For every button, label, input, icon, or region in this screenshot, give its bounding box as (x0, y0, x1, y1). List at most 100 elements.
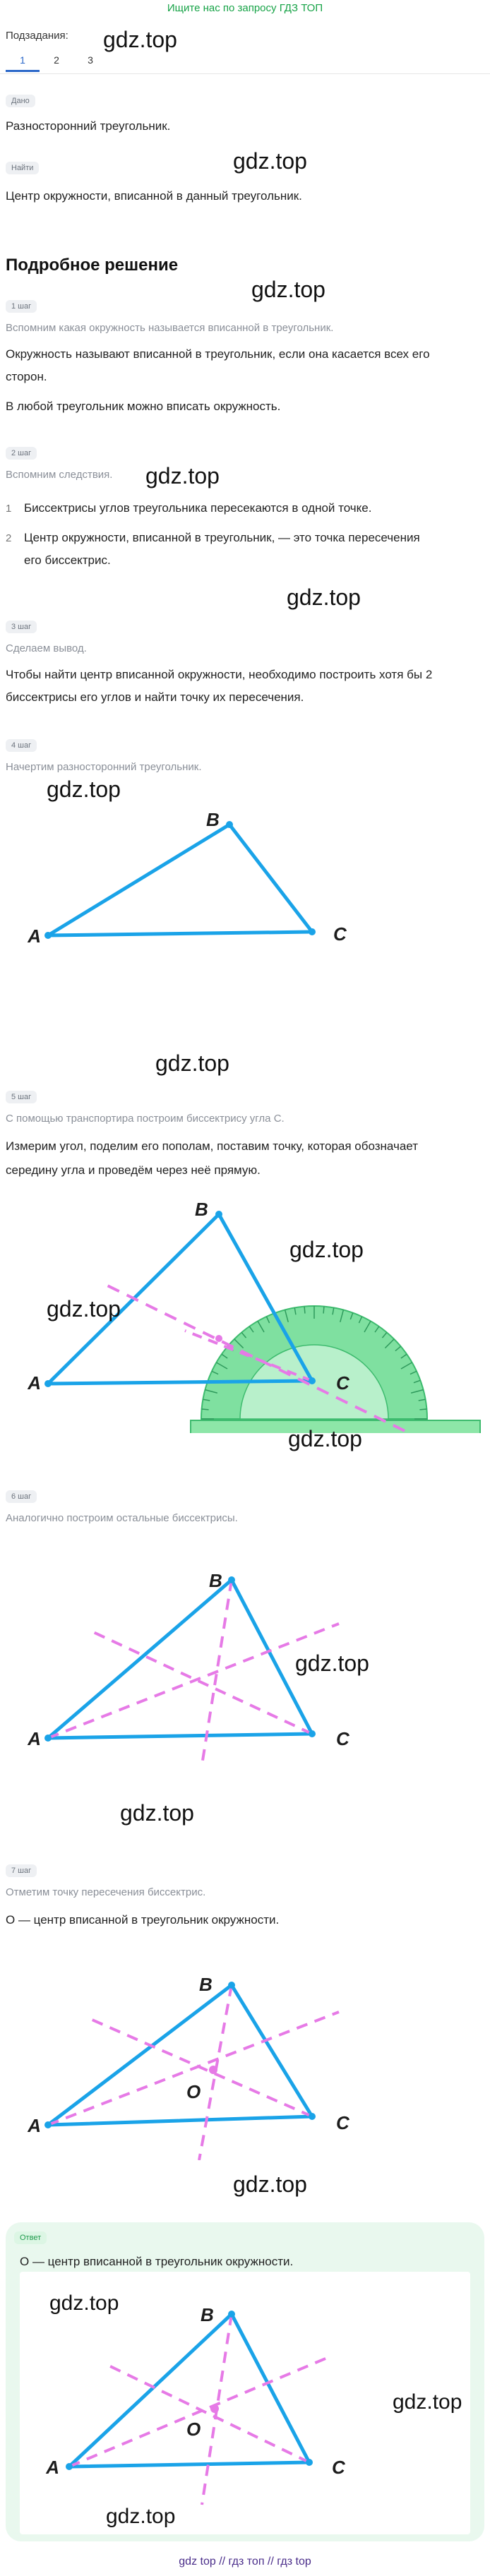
item-number: 2 (6, 532, 12, 544)
step7-hint: Отметим точку пересечения биссектрис. (6, 1886, 206, 1898)
protractor-tick (265, 1316, 270, 1324)
label-a: A (45, 2457, 59, 2478)
step3-text2: биссектрисы его углов и найти точку их п… (6, 690, 304, 704)
vertex-a (44, 1380, 52, 1387)
vertex-a (66, 2463, 73, 2470)
incenter-figure: A B C O (27, 1974, 350, 2160)
triangle-sides (47, 822, 314, 937)
step1-text3: В любой треугольник можно вписать окружн… (6, 400, 281, 413)
step2-hint: Вспомним следствия. (6, 469, 113, 481)
bisector-c (90, 1629, 313, 1735)
given-pill: Дано (6, 95, 35, 107)
label-b: B (201, 2304, 214, 2325)
protractor-tick (413, 1379, 421, 1384)
label-b: B (209, 1570, 222, 1591)
label-a: A (27, 1372, 41, 1394)
bisector-a (47, 2011, 340, 2126)
step5-hint: С помощью транспортира построим биссектр… (6, 1113, 285, 1125)
protractor-tick (332, 1307, 335, 1315)
bisector-c-part (184, 1329, 313, 1382)
vertex-b (226, 821, 233, 828)
protractor-tick (419, 1408, 427, 1410)
incenter-point (209, 2066, 217, 2074)
protractor-tick (381, 1331, 388, 1338)
watermark: gdz.top (287, 585, 361, 610)
answer-figure-panel (20, 2272, 470, 2534)
step2-item-2-cont: его биссектрис. (24, 553, 111, 567)
answer-figure: A B C O (45, 2304, 346, 2505)
vertex-b (228, 2311, 235, 2318)
solution-title: Подробное решение (6, 256, 179, 275)
bisector-a (68, 2355, 331, 2468)
watermark: gdz.top (233, 148, 307, 174)
label-c: C (333, 923, 347, 945)
protractor-tick (395, 1346, 402, 1352)
protractor-tick (216, 1362, 228, 1370)
step7-pill: 7 шаг (6, 1864, 37, 1877)
watermark: gdz.top (120, 1800, 194, 1826)
label-a: A (27, 2115, 41, 2136)
item-text: Центр окружности, вписанной в треугольни… (24, 531, 420, 544)
search-banner[interactable]: Ищите нас по запросу ГДЗ ТОП (167, 2, 323, 14)
step5-text1: Измерим угол, поделим его пополам, поста… (6, 1139, 418, 1153)
step4-hint: Начертим разносторонний треугольник. (6, 761, 202, 773)
protractor-tick (205, 1389, 218, 1394)
protractor-tick (410, 1389, 424, 1394)
subtask-tabs: 1 2 3 (6, 51, 107, 72)
vertex-c (309, 928, 316, 935)
tab-subtask-1[interactable]: 1 (6, 51, 40, 72)
watermark: gdz.top (289, 1237, 364, 1262)
bisector-c (90, 2018, 313, 2118)
vertex-b (228, 1576, 235, 1583)
tabs-divider (0, 73, 490, 74)
bisector-b (198, 1984, 233, 2160)
label-c: C (332, 2457, 346, 2478)
footer-links[interactable]: gdz top // гдз топ // гдз top (179, 2556, 311, 2568)
label-b: B (199, 1974, 213, 1995)
label-a: A (27, 1728, 41, 1749)
protractor-tick (304, 1306, 306, 1314)
bisector-b (201, 1579, 233, 1765)
label-b: B (195, 1200, 208, 1220)
protractor-tick (211, 1370, 219, 1375)
triangle-sides (47, 1578, 314, 1740)
bisector-c (105, 1283, 413, 1433)
vertex-b (228, 1982, 235, 1989)
protractor-tick (374, 1326, 380, 1333)
protractor-tick (203, 1398, 210, 1401)
tab-subtask-3[interactable]: 3 (88, 54, 93, 66)
watermark: gdz.top (47, 777, 121, 802)
step3-text1: Чтобы найти центр вписанной окружности, … (6, 668, 433, 681)
protractor-tick (384, 1338, 395, 1349)
item-text: Биссектрисы углов треугольника пересекаю… (24, 501, 372, 515)
watermark: gdz.top (47, 1296, 121, 1322)
watermark: gdz.top (145, 463, 220, 489)
protractor-tick (249, 1326, 254, 1333)
watermark: gdz.top (251, 277, 325, 302)
subtasks-label: Подзадания: (6, 30, 68, 42)
protractor-tick (349, 1312, 354, 1320)
label-c: C (336, 2112, 350, 2133)
watermark: gdz.top (393, 2390, 462, 2414)
protractor-tick (418, 1398, 426, 1401)
watermark: gdz.top (155, 1050, 229, 1076)
protractor-tick (400, 1353, 407, 1359)
protractor-tick (257, 1321, 265, 1333)
protractor-tick (323, 1306, 325, 1314)
protractor-tick (340, 1310, 345, 1323)
find-pill: Найти (6, 162, 40, 174)
triangle-sides (68, 2312, 311, 2469)
tab-subtask-2[interactable]: 2 (54, 54, 59, 66)
label-o: O (186, 2419, 201, 2440)
step7-text: O — центр вписанной в треугольник окружн… (6, 1913, 280, 1927)
vertex-c (306, 2459, 313, 2466)
protractor-tick (358, 1316, 363, 1324)
find-text: Центр окружности, вписанной в данный тре… (6, 189, 302, 203)
bisector-point (215, 1335, 222, 1342)
watermark: gdz.top (106, 2505, 176, 2528)
bisector-a (47, 1622, 340, 1739)
step6-pill: 6 шаг (6, 1490, 37, 1503)
step4-pill: 4 шаг (6, 739, 37, 752)
bisector-c (104, 2362, 310, 2464)
